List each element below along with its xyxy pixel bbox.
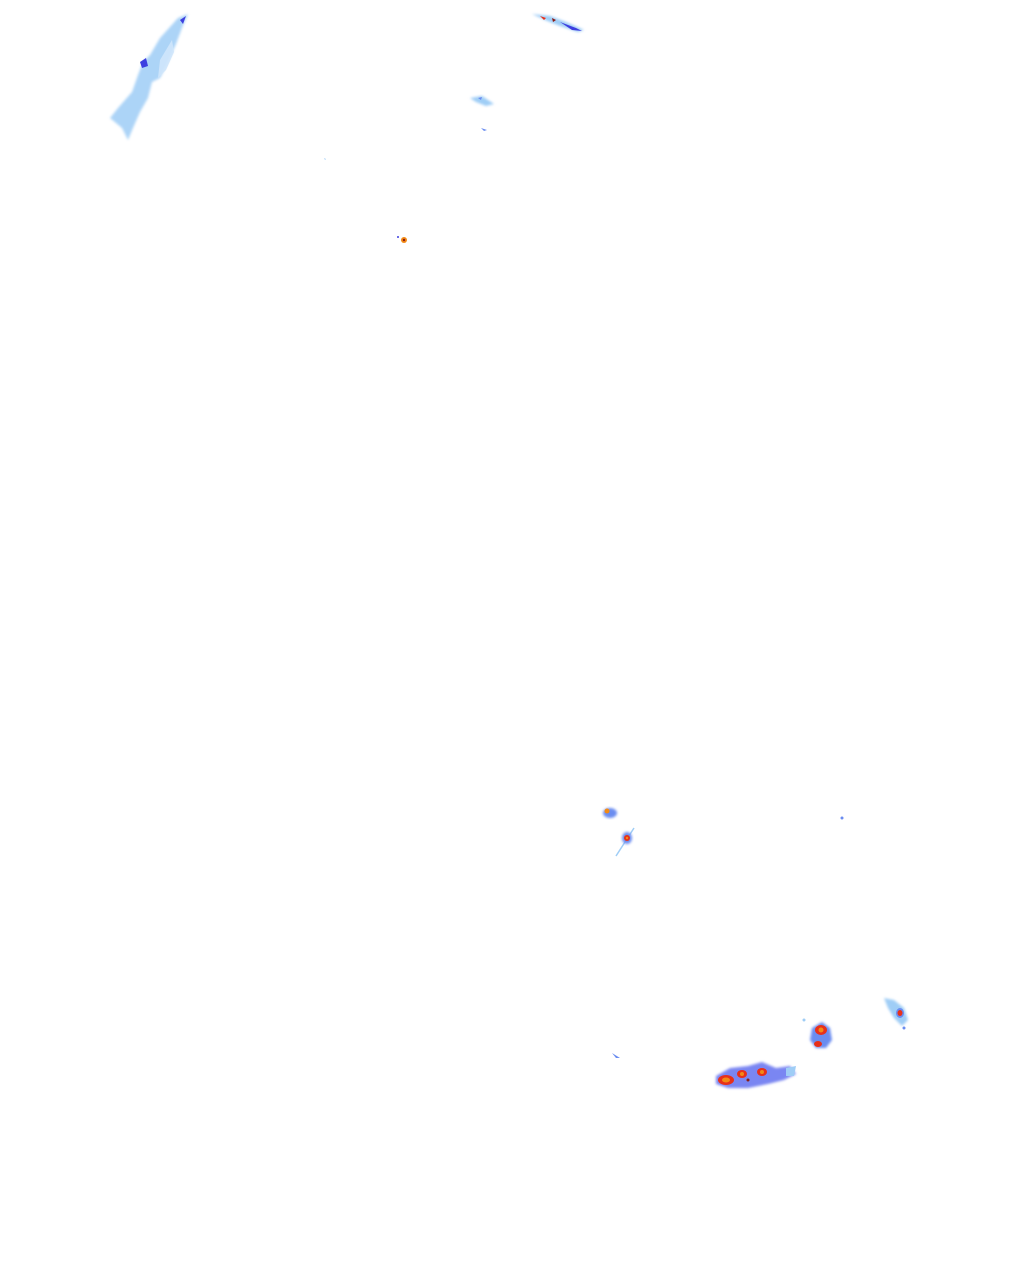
radar-echo-center-dot <box>397 236 407 243</box>
radar-echo-north-small <box>324 96 494 160</box>
radar-echo-northwest-band <box>110 14 188 140</box>
radar-echo-north-streak <box>532 14 584 32</box>
radar-echo-southeast-cluster <box>612 1053 796 1088</box>
radar-echo-east-cell <box>884 998 908 1030</box>
radar-echo-southeast-cell <box>802 1018 832 1048</box>
radar-echo-mid-south-cell-2 <box>615 827 635 857</box>
radar-echo-mid-south-cell-1 <box>603 808 617 818</box>
radar-echo-east-dot <box>840 816 844 820</box>
